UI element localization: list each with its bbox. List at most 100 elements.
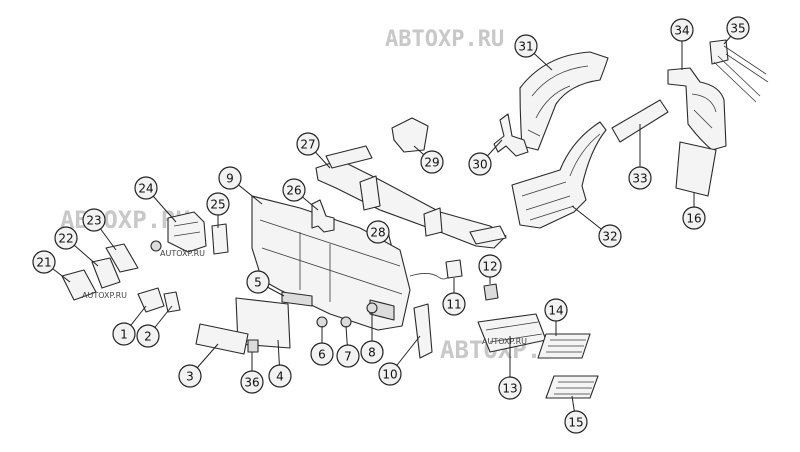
callout-circle-9	[218, 166, 242, 190]
part-11-sensor	[409, 259, 463, 280]
callout-circle-4	[268, 364, 292, 388]
watermark-small-1: AUTOXP.RU	[160, 249, 205, 258]
callout-label-7: 7	[344, 350, 352, 364]
callout-label-2: 2	[144, 330, 152, 344]
callout-label-12: 12	[482, 260, 497, 274]
callout-circle-22	[54, 226, 78, 250]
callout-circle-15	[564, 410, 588, 434]
callout-15: 15	[564, 410, 588, 434]
callout-circle-26	[282, 178, 306, 202]
callout-7: 7	[336, 344, 360, 368]
callout-9: 9	[218, 166, 242, 190]
callout-label-10: 10	[382, 368, 397, 382]
callout-29: 29	[420, 150, 444, 174]
callout-label-16: 16	[686, 212, 701, 226]
part-26-bracket	[311, 199, 335, 233]
part-1-lamp	[137, 287, 165, 313]
callout-label-22: 22	[58, 232, 73, 246]
part-7-plug	[340, 316, 352, 328]
callout-4: 4	[268, 364, 292, 388]
callout-1: 1	[112, 322, 136, 346]
callout-label-21: 21	[36, 256, 51, 270]
part-14-step-grid	[537, 333, 591, 359]
callout-label-36: 36	[244, 376, 259, 390]
callout-26: 26	[282, 178, 306, 202]
callout-14: 14	[544, 298, 568, 322]
callout-28: 28	[366, 220, 390, 244]
part-29-bracket	[391, 117, 429, 153]
part-8-plug	[366, 302, 378, 314]
callout-24: 24	[134, 176, 158, 200]
callout-circle-27	[296, 132, 320, 156]
callout-label-34: 34	[674, 24, 689, 38]
callout-circle-16	[682, 206, 706, 230]
callout-label-6: 6	[318, 348, 326, 362]
watermark-top: АВТОХР.RU	[385, 27, 504, 52]
callout-circle-28	[366, 220, 390, 244]
callout-label-26: 26	[286, 184, 301, 198]
callout-circle-12	[478, 254, 502, 278]
callout-13: 13	[498, 376, 522, 400]
callout-circle-35	[726, 16, 750, 40]
callout-10: 10	[378, 362, 402, 386]
part-33-strip	[611, 99, 669, 143]
part-31-wheel-arch	[519, 51, 609, 151]
callout-label-3: 3	[186, 370, 194, 384]
callout-circle-14	[544, 298, 568, 322]
part-23-gasket	[105, 243, 139, 273]
callout-label-24: 24	[138, 182, 153, 196]
callout-6: 6	[310, 342, 334, 366]
callout-2: 2	[136, 324, 160, 348]
callout-label-30: 30	[472, 158, 487, 172]
callout-32: 32	[598, 224, 622, 248]
part-2-clip	[163, 291, 181, 313]
callout-8: 8	[360, 340, 384, 364]
part-21-fog-lamp	[61, 269, 97, 301]
part-10-side-bracket	[413, 303, 433, 359]
callout-31: 31	[514, 34, 538, 58]
callout-5: 5	[246, 270, 270, 294]
callout-circle-30	[468, 152, 492, 176]
part-32-step-panel	[511, 121, 607, 229]
part-22-lamp	[91, 257, 121, 289]
callout-circle-32	[598, 224, 622, 248]
callout-circle-13	[498, 376, 522, 400]
callout-label-31: 31	[518, 40, 533, 54]
part-27-bumper-bracket	[315, 145, 507, 249]
part-34-mudguard	[667, 67, 727, 151]
watermark-small-2: AUTOXP.RU	[82, 291, 127, 300]
callout-30: 30	[468, 152, 492, 176]
callout-circle-33	[628, 166, 652, 190]
callout-circle-29	[420, 150, 444, 174]
callout-label-1: 1	[120, 328, 128, 342]
part-16-mud-flap	[675, 141, 717, 197]
part-30-bracket	[493, 113, 529, 157]
callout-label-28: 28	[370, 226, 385, 240]
callout-circle-8	[360, 340, 384, 364]
part-36-clip	[247, 339, 259, 353]
callout-circle-6	[310, 342, 334, 366]
callout-circle-24	[134, 176, 158, 200]
callout-36: 36	[240, 370, 264, 394]
callout-circle-34	[670, 18, 694, 42]
callout-16: 16	[682, 206, 706, 230]
part-6-plug	[316, 316, 328, 328]
callout-12: 12	[478, 254, 502, 278]
callout-circle-23	[82, 208, 106, 232]
callout-34: 34	[670, 18, 694, 42]
callout-circle-5	[246, 270, 270, 294]
part-4-plate-holder	[235, 297, 291, 349]
callout-label-5: 5	[254, 276, 262, 290]
callout-circle-1	[112, 322, 136, 346]
callout-label-9: 9	[226, 172, 234, 186]
callout-label-4: 4	[276, 370, 284, 384]
part-24-headlight	[150, 211, 207, 253]
callout-circle-10	[378, 362, 402, 386]
callout-label-35: 35	[730, 22, 745, 36]
part-35-rod-bracket	[709, 39, 769, 103]
callout-label-27: 27	[300, 138, 315, 152]
callout-35: 35	[726, 16, 750, 40]
callout-label-14: 14	[548, 304, 563, 318]
